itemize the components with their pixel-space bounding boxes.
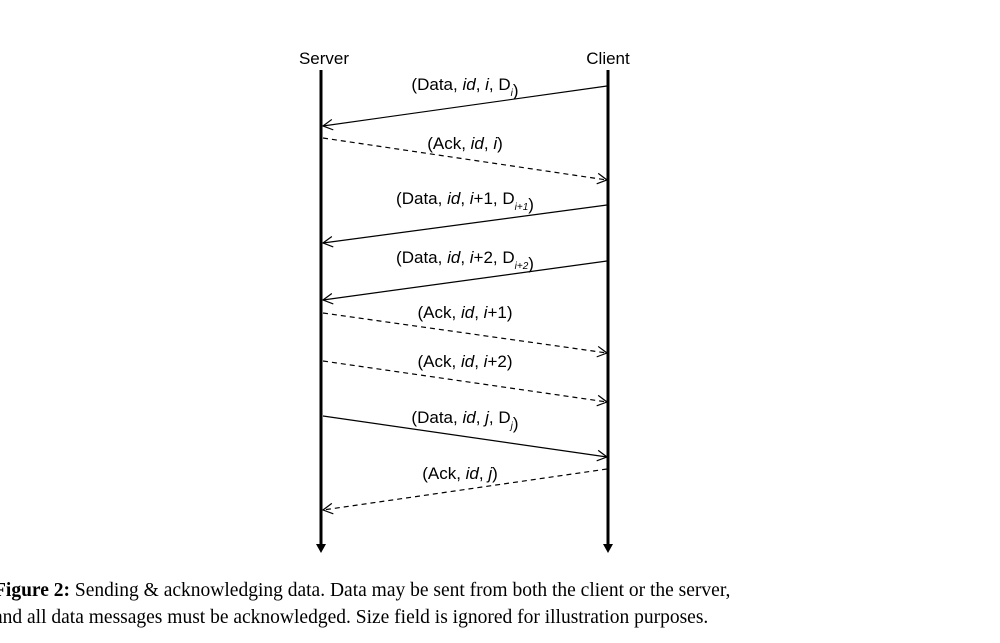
message-arrowhead-3 xyxy=(321,236,334,248)
message-arrowhead-7 xyxy=(596,449,609,462)
message-label-8: (Ack, id, j) xyxy=(422,464,498,483)
message-arrowhead-1 xyxy=(321,118,334,131)
message-arrow-6 xyxy=(322,360,608,403)
message-arrowhead-5 xyxy=(596,345,609,358)
message-arrow-4 xyxy=(322,260,608,301)
client-label: Client xyxy=(586,49,630,68)
message-arrow-1 xyxy=(322,85,608,127)
message-label-1: (Data, id, i, Di) xyxy=(411,75,518,100)
caption-text-2: and all data messages must be acknowledg… xyxy=(0,607,709,628)
message-arrow-5 xyxy=(322,312,608,354)
message-arrowhead-2 xyxy=(596,172,609,185)
caption-line-2: and all data messages must be acknowledg… xyxy=(0,604,994,631)
caption-label: Figure 2: xyxy=(0,580,71,601)
message-arrowhead-6 xyxy=(596,394,609,407)
message-label-3: (Data, id, i+1, Di+1) xyxy=(396,189,534,214)
message-label-4: (Data, id, i+2, Di+2) xyxy=(396,248,534,273)
figure-caption: Figure 2: Sending & acknowledging data. … xyxy=(0,577,994,631)
client-lifeline-arrowhead xyxy=(603,544,613,553)
message-arrow-2 xyxy=(322,137,608,181)
caption-line-1: Figure 2: Sending & acknowledging data. … xyxy=(0,577,994,604)
caption-text-1: Sending & acknowledging data. Data may b… xyxy=(70,580,731,601)
message-arrow-3 xyxy=(322,204,608,244)
message-arrow-8 xyxy=(322,468,608,511)
message-arrowhead-4 xyxy=(321,292,334,305)
server-label: Server xyxy=(299,49,349,68)
message-arrow-7 xyxy=(322,415,608,458)
message-label-2: (Ack, id, i) xyxy=(427,134,503,153)
message-label-7: (Data, id, j, Dj) xyxy=(411,408,518,433)
message-label-5: (Ack, id, i+1) xyxy=(418,303,513,322)
server-lifeline-arrowhead xyxy=(316,544,326,553)
message-arrowhead-8 xyxy=(321,502,334,515)
message-group: (Data, id, i, Di) (Ack, id, i) (Data, id, … xyxy=(321,75,609,515)
message-label-6: (Ack, id, i+2) xyxy=(418,352,513,371)
